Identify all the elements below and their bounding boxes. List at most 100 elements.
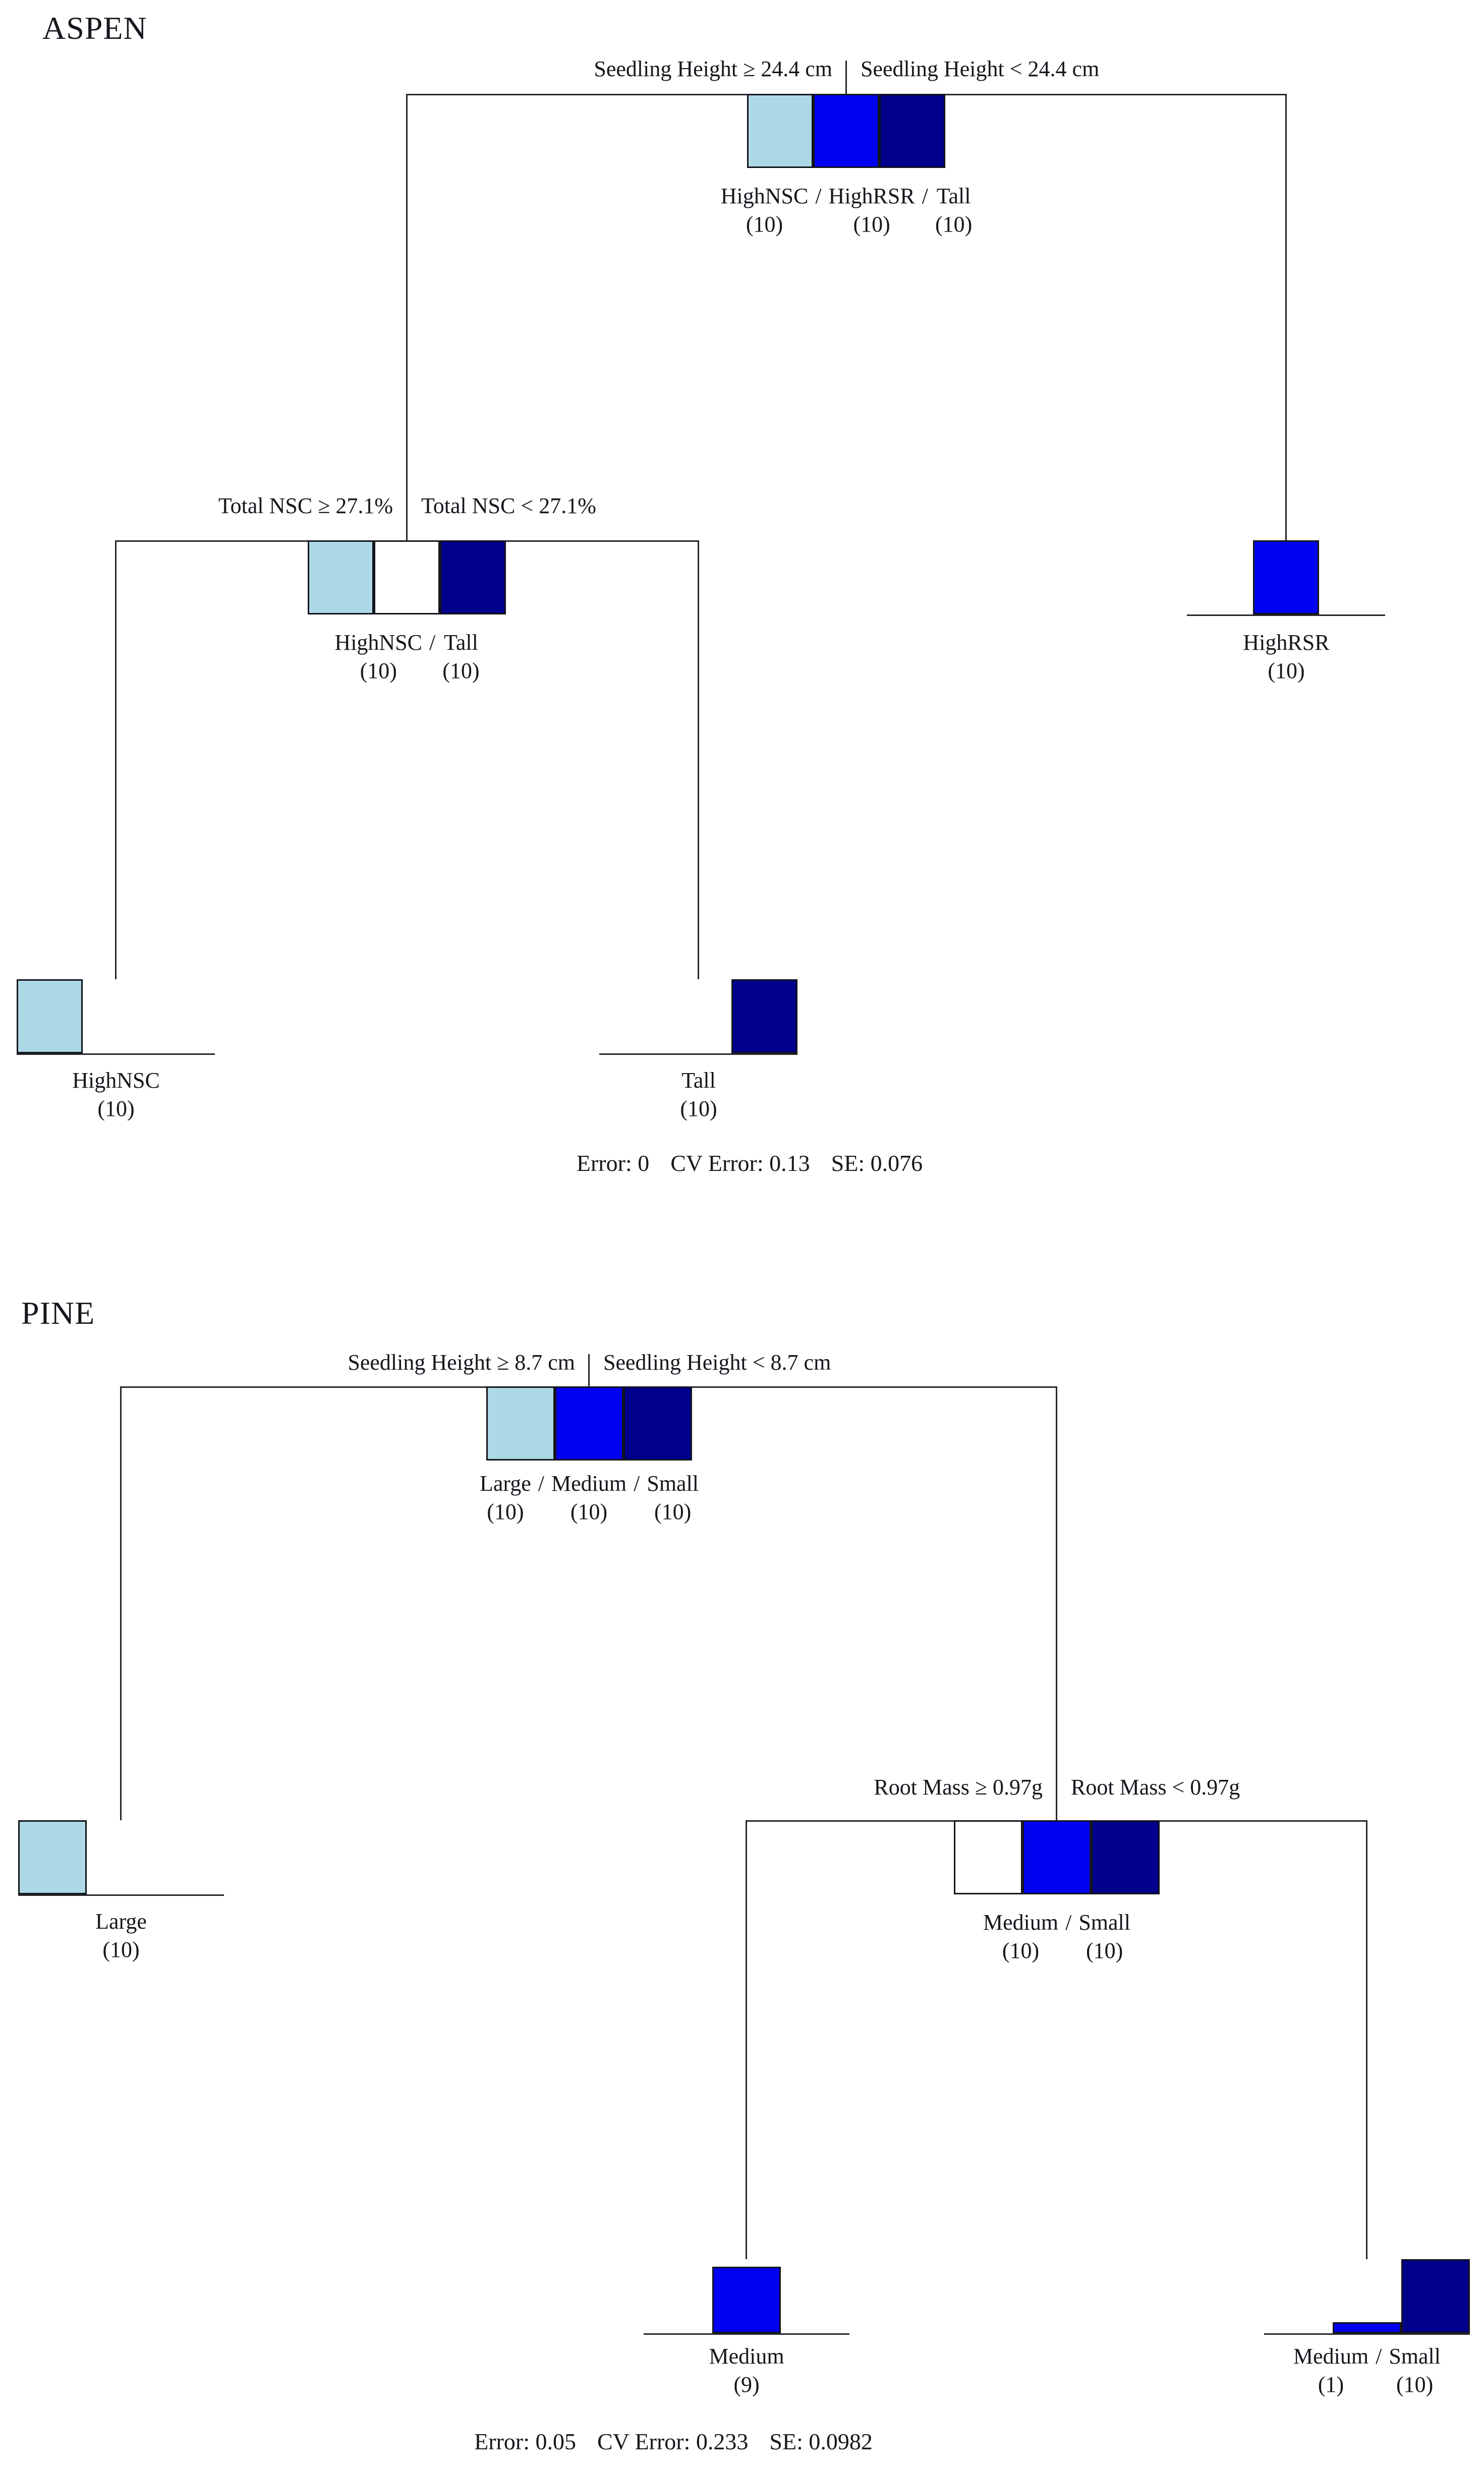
label-separator: / — [1376, 2344, 1382, 2369]
pine-leaf-baseline-large — [18, 1894, 224, 1896]
class-count: (10) — [853, 212, 890, 237]
aspen-root-bar-highrsr — [813, 94, 879, 168]
aspen-nsc-split-left-label: Total NSC ≥ 27.1% — [218, 493, 393, 518]
pine-root-split-left-label: Seedling Height ≥ 8.7 cm — [348, 1350, 575, 1375]
pine-leaf-bar-medium-small-medium — [1333, 2322, 1401, 2333]
aspen-edge-right — [1285, 94, 1287, 540]
pine-leaf-baseline-medium — [644, 2333, 849, 2335]
class-count: (10) — [1268, 658, 1305, 683]
class-name: Large — [479, 1471, 531, 1496]
pine-root-split-right-label: Seedling Height < 8.7 cm — [603, 1350, 831, 1375]
pine-rootmass-bar-small — [1091, 1820, 1160, 1894]
pine-title: PINE — [21, 1295, 95, 1331]
aspen-nsc-bar-empty — [374, 540, 440, 614]
aspen-edge-left-left — [115, 540, 117, 979]
aspen-leaf-baseline-tall — [599, 1053, 797, 1055]
pine-leaf-label-medium: Medium (9) — [709, 2343, 784, 2398]
class-count: (10) — [360, 658, 397, 683]
pine-edge-right-left — [746, 1820, 747, 2259]
aspen-leaf-label-highrsr: HighRSR (10) — [1243, 630, 1329, 684]
aspen-se-value: SE: 0.076 — [831, 1150, 923, 1176]
node-label-column: Small (10) — [647, 1471, 699, 1525]
aspen-root-split-right-label: Seedling Height < 24.4 cm — [861, 57, 1100, 81]
class-name: Tall — [444, 630, 478, 655]
class-count: (10) — [487, 1499, 524, 1524]
class-count: (10) — [680, 1096, 717, 1121]
aspen-cv-error-value: CV Error: 0.13 — [670, 1150, 810, 1176]
node-label-column: HighNSC (10) — [721, 183, 809, 238]
class-name: HighNSC — [334, 630, 423, 655]
class-count: (10) — [1396, 2372, 1434, 2397]
class-name: Medium — [709, 2344, 784, 2369]
class-name: Medium — [983, 1910, 1059, 1935]
pine-cv-error-value: CV Error: 0.233 — [597, 2429, 749, 2454]
node-label-column: Medium (9) — [709, 2343, 784, 2398]
aspen-root-split-tick — [845, 61, 847, 94]
aspen-root-bar-tall — [879, 94, 945, 168]
node-label-column: Large (10) — [480, 1471, 531, 1525]
class-name: Tall — [936, 184, 971, 208]
node-label-column: Tall (10) — [935, 183, 972, 238]
label-separator: / — [429, 630, 436, 655]
class-count: (10) — [102, 1937, 140, 1962]
label-separator: / — [1065, 1910, 1072, 1935]
pine-error-value: Error: 0.05 — [474, 2429, 576, 2454]
class-count: (10) — [570, 1499, 608, 1524]
aspen-nsc-bar-tall — [440, 540, 506, 614]
class-count: (10) — [97, 1096, 135, 1121]
pine-rootmass-bar-medium — [1022, 1820, 1091, 1894]
class-name: HighNSC — [72, 1068, 160, 1093]
aspen-stats: Error: 0 CV Error: 0.13 SE: 0.076 — [577, 1150, 923, 1176]
node-label-column: Medium (10) — [983, 1910, 1058, 1964]
node-label-column: Medium (10) — [551, 1471, 626, 1525]
class-count: (10) — [654, 1499, 692, 1524]
class-count: (10) — [442, 658, 480, 683]
pine-leaf-label-medium-small: Medium (1) / Small (10) — [1293, 2343, 1441, 2398]
class-name: Small — [647, 1471, 699, 1496]
pine-leaf-bar-large — [18, 1820, 87, 1894]
class-count: (10) — [1086, 1938, 1123, 1963]
aspen-leaf-label-tall: Tall (10) — [680, 1068, 717, 1122]
pine-leaf-bar-medium — [712, 2267, 781, 2333]
label-separator: / — [538, 1471, 544, 1496]
aspen-root-node-label: HighNSC (10) / HighRSR (10) / Tall (10) — [721, 183, 973, 238]
class-name: HighNSC — [720, 184, 809, 208]
node-label-column: HighNSC (10) — [334, 630, 422, 684]
pine-root-bar-medium — [555, 1386, 623, 1461]
aspen-edge-left-right — [698, 540, 699, 979]
class-name: HighRSR — [828, 184, 915, 208]
pine-leaf-baseline-medium-small — [1264, 2333, 1470, 2335]
aspen-leaf-label-highnsc: HighNSC (10) — [72, 1068, 160, 1122]
class-name: Medium — [551, 1471, 627, 1496]
node-label-column: HighRSR (10) — [1243, 630, 1329, 684]
node-label-column: Medium (1) — [1293, 2343, 1368, 2398]
aspen-leaf-baseline-highrsr — [1187, 614, 1385, 616]
class-count: (10) — [935, 212, 973, 237]
aspen-root-split-left-label: Seedling Height ≥ 24.4 cm — [594, 57, 832, 81]
aspen-nsc-node-label: HighNSC (10) / Tall (10) — [334, 630, 479, 684]
node-label-column: HighNSC (10) — [72, 1068, 160, 1122]
aspen-title: ASPEN — [42, 10, 147, 46]
pine-rootmass-bar-empty — [954, 1820, 1022, 1894]
pine-rootmass-split-right-label: Root Mass < 0.97g — [1071, 1775, 1240, 1800]
class-count: (10) — [1002, 1938, 1040, 1963]
pine-rootmass-node-label: Medium (10) / Small (10) — [983, 1910, 1130, 1964]
pine-edge-right-right — [1366, 1820, 1367, 2259]
class-name: Small — [1389, 2344, 1441, 2369]
node-label-column: Small (10) — [1078, 1910, 1130, 1964]
node-label-column: Tall (10) — [680, 1068, 717, 1122]
class-name: Large — [95, 1909, 147, 1934]
class-count: (10) — [746, 212, 783, 237]
aspen-nsc-split-right-label: Total NSC < 27.1% — [421, 493, 596, 518]
pine-root-node-label: Large (10) / Medium (10) / Small (10) — [480, 1471, 699, 1525]
pine-root-bar-large — [486, 1386, 555, 1461]
pine-se-value: SE: 0.0982 — [769, 2429, 873, 2454]
aspen-leaf-bar-tall — [731, 979, 797, 1053]
label-separator: / — [634, 1471, 640, 1496]
aspen-nsc-bar-highnsc — [308, 540, 374, 614]
node-label-column: Small (10) — [1389, 2343, 1441, 2398]
pine-root-split-tick — [588, 1354, 590, 1386]
node-label-column: Large (10) — [95, 1909, 147, 1963]
class-count: (1) — [1318, 2372, 1344, 2397]
class-name: Tall — [681, 1068, 716, 1093]
